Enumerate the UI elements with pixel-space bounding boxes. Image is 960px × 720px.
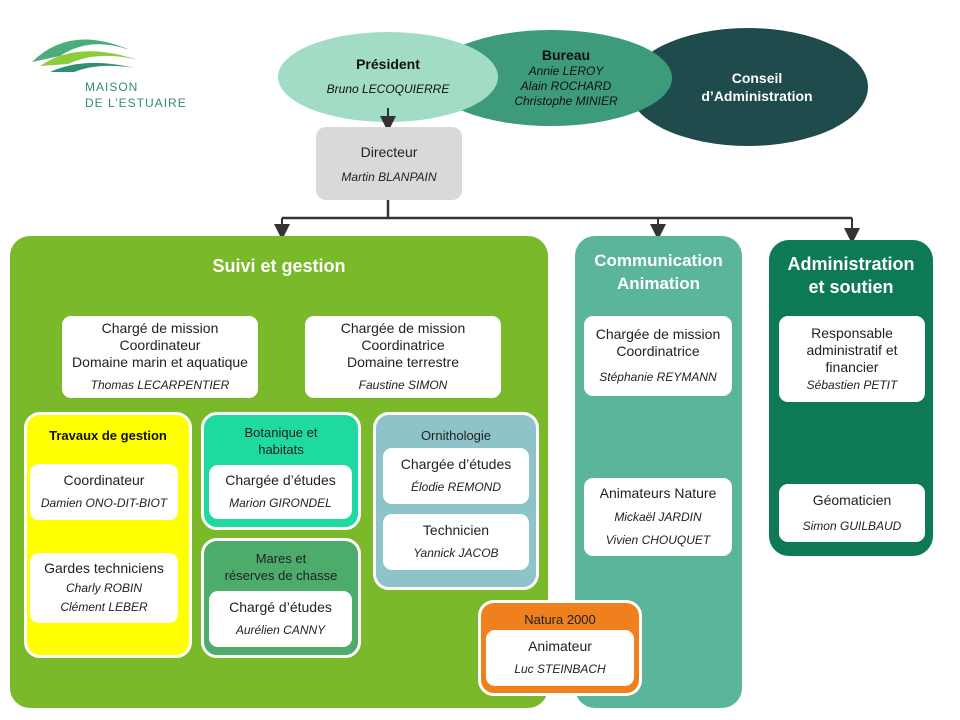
responsable-card: Responsable administratif et financier S… xyxy=(779,316,925,402)
administration-title-1: Administration xyxy=(787,254,915,274)
marin-line3: Domaine marin et aquatique xyxy=(72,354,248,370)
conseil-line1: Conseil xyxy=(731,70,783,86)
botanique-card: Chargée d’études Marion GIRONDEL xyxy=(209,465,352,519)
directeur-box: Directeur Martin BLANPAIN xyxy=(316,127,462,200)
gardes-card: Gardes techniciens Charly ROBIN Clément … xyxy=(30,553,178,623)
travaux-coord-title: Coordinateur xyxy=(63,472,145,488)
terrestre-line1: Chargée de mission xyxy=(340,320,466,336)
responsable-line2: administratif et xyxy=(806,341,898,358)
president-title: Président xyxy=(356,56,420,72)
animateurs-name-1: Mickaël JARDIN xyxy=(614,510,702,524)
animateurs-card: Animateurs Nature Mickaël JARDIN Vivien … xyxy=(584,478,732,556)
administration-title-2: et soutien xyxy=(808,277,894,297)
natura-title: Natura 2000 xyxy=(524,612,596,627)
ornitho-etudes-title: Chargée d’études xyxy=(400,456,512,472)
communication-title-2: Animation xyxy=(616,274,701,293)
natura-card: Animateur Luc STEINBACH xyxy=(486,630,634,686)
logo-text-1: MAISON xyxy=(85,80,139,94)
animateurs-name-2: Vivien CHOUQUET xyxy=(605,533,711,547)
ornitho-tech-title: Technicien xyxy=(422,522,490,538)
travaux-title: Travaux de gestion xyxy=(49,428,167,443)
geomaticien-name: Simon GUILBAUD xyxy=(802,518,902,533)
mares-card: Chargé d’études Aurélien CANNY xyxy=(209,591,352,647)
directeur-name: Martin BLANPAIN xyxy=(341,169,437,184)
botanique-card-title: Chargée d’études xyxy=(225,472,336,488)
animateurs-title: Animateurs Nature xyxy=(599,485,717,501)
marin-line2: Coordinateur xyxy=(119,337,201,353)
directeur-title: Directeur xyxy=(360,143,418,160)
botanique-title-1: Botanique et xyxy=(244,425,318,440)
gardes-name-2: Clément LEBER xyxy=(60,600,148,614)
communication-title-1: Communication xyxy=(594,251,723,270)
terrestre-line3: Domaine terrestre xyxy=(346,354,460,370)
mares-title-2: réserves de chasse xyxy=(224,568,338,583)
gardes-title: Gardes techniciens xyxy=(44,560,164,576)
travaux-coord-card: Coordinateur Damien ONO-DIT-BIOT xyxy=(30,464,178,520)
marin-line1: Chargé de mission xyxy=(101,320,219,336)
communication-charge-card: Chargée de mission Coordinatrice Stéphan… xyxy=(584,316,732,396)
communication-charge-line2: Coordinatrice xyxy=(616,343,700,359)
conseil-line2: d’Administration xyxy=(701,88,813,104)
communication-charge-line1: Chargée de mission xyxy=(595,326,721,342)
president-ellipse: Président Bruno LECOQUIERRE xyxy=(278,32,498,122)
logo-text-2: DE L’ESTUAIRE xyxy=(85,96,187,110)
responsable-line1: Responsable xyxy=(811,324,893,341)
natura-card-title: Animateur xyxy=(528,638,592,654)
responsable-line3: financier xyxy=(825,358,879,375)
gardes-name-1: Charly ROBIN xyxy=(65,581,142,595)
terrestre-line2: Coordinatrice xyxy=(361,337,445,353)
travaux-coord-name: Damien ONO-DIT-BIOT xyxy=(40,496,168,510)
responsable-name: Sébastien PETIT xyxy=(806,377,898,392)
marin-card: Chargé de mission Coordinateur Domaine m… xyxy=(62,316,258,398)
terrestre-name: Faustine SIMON xyxy=(358,378,448,392)
ornitho-etudes-name: Élodie REMOND xyxy=(410,480,502,494)
mares-title-1: Mares et xyxy=(255,551,307,566)
bureau-member-1: Annie LEROY xyxy=(528,64,604,78)
bureau-member-2: Alain ROCHARD xyxy=(520,79,612,93)
suivi-title: Suivi et gestion xyxy=(212,256,346,276)
geomaticien-title: Géomaticien xyxy=(812,491,892,508)
bureau-title: Bureau xyxy=(541,47,591,63)
bureau-member-3: Christophe MINIER xyxy=(514,94,618,108)
geomaticien-card: Géomaticien Simon GUILBAUD xyxy=(779,484,925,542)
botanique-title-2: habitats xyxy=(258,442,304,457)
terrestre-card: Chargée de mission Coordinatrice Domaine… xyxy=(305,316,501,398)
president-name: Bruno LECOQUIERRE xyxy=(326,82,450,96)
ornitho-tech-name: Yannick JACOB xyxy=(413,546,499,560)
natura-card-name: Luc STEINBACH xyxy=(514,662,606,676)
logo-mark xyxy=(32,39,138,72)
communication-charge-name: Stéphanie REYMANN xyxy=(599,370,717,384)
mares-card-title: Chargé d’études xyxy=(229,599,332,615)
mares-card-name: Aurélien CANNY xyxy=(235,623,326,637)
marin-name: Thomas LECARPENTIER xyxy=(90,378,230,392)
ornitho-tech-card: Technicien Yannick JACOB xyxy=(383,514,529,570)
ornitho-title: Ornithologie xyxy=(420,428,492,443)
bureau-ellipse: Bureau Annie LEROY Alain ROCHARD Christo… xyxy=(430,30,672,126)
ornitho-etudes-card: Chargée d’études Élodie REMOND xyxy=(383,448,529,504)
logo: MAISON DE L’ESTUAIRE xyxy=(28,30,208,115)
botanique-card-name: Marion GIRONDEL xyxy=(229,496,332,510)
